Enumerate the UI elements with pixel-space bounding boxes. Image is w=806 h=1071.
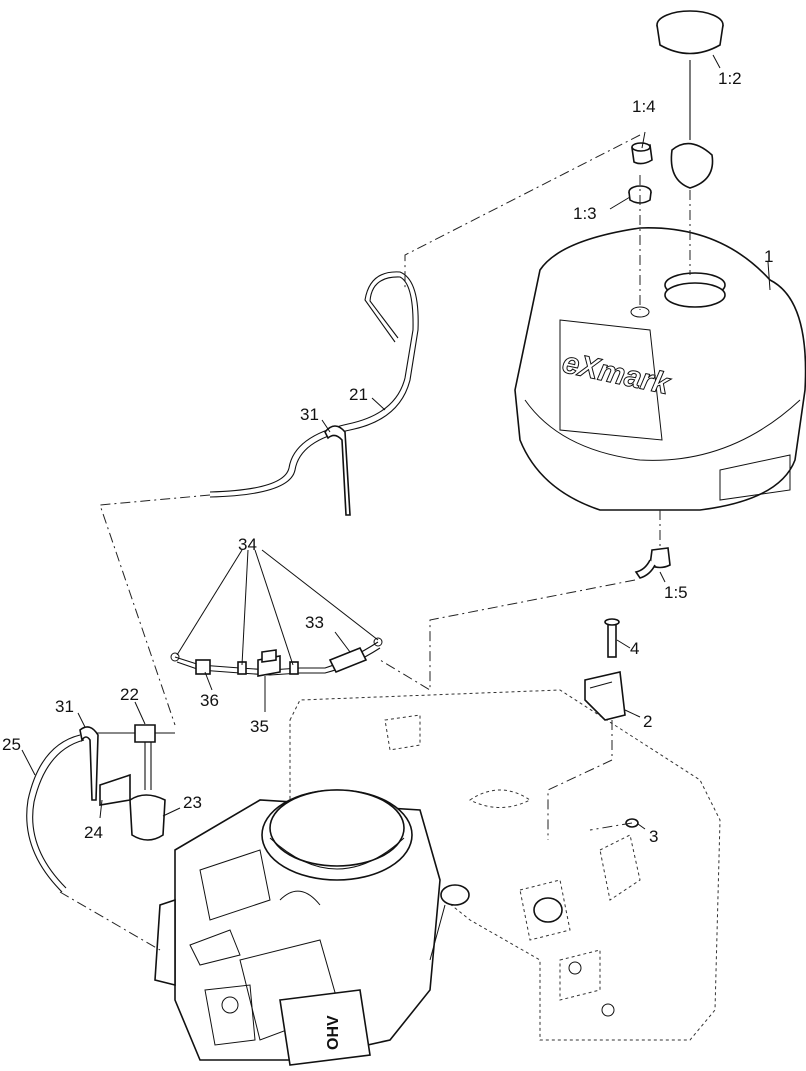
callout-22: 22 <box>120 685 139 704</box>
bolt <box>604 618 620 658</box>
callout-1-5: 1:5 <box>664 583 688 602</box>
callout-35: 35 <box>250 717 269 736</box>
callout-3: 3 <box>649 827 658 846</box>
callout-33: 33 <box>305 613 324 632</box>
tank-fitting <box>631 142 653 165</box>
callout-25: 25 <box>2 735 21 754</box>
assembly-lines <box>59 134 691 951</box>
fuel-hose-25 <box>26 734 85 893</box>
fuel-shutoff-fitting <box>634 547 671 579</box>
callout-36: 36 <box>200 691 219 710</box>
fuel-line-lower <box>170 637 383 677</box>
callout-23: 23 <box>183 793 202 812</box>
callout-31-upper: 31 <box>300 405 319 424</box>
mount-bracket <box>584 671 626 721</box>
fuel-filter-assembly <box>79 724 175 841</box>
engine: OHV <box>154 789 470 1066</box>
leader-lines <box>21 54 771 830</box>
callout-1-2: 1:2 <box>718 69 742 88</box>
callout-31-lower: 31 <box>55 697 74 716</box>
chassis-frame-phantom <box>289 689 721 1041</box>
callout-1-4: 1:4 <box>632 97 656 116</box>
callout-2: 2 <box>643 712 652 731</box>
fuel-tank: eXmark <box>514 227 806 511</box>
callout-34: 34 <box>238 535 257 554</box>
callout-labels: 1:2 1:4 1:3 1 1:5 4 2 3 21 31 34 33 36 3… <box>2 69 773 846</box>
callout-1: 1 <box>764 247 773 266</box>
engine-stamp: OHV <box>325 1015 342 1050</box>
callout-21: 21 <box>349 385 368 404</box>
fuel-line-upper <box>209 271 419 516</box>
fuel-cap <box>656 10 724 189</box>
callout-24: 24 <box>84 823 103 842</box>
callout-4: 4 <box>630 639 639 658</box>
callout-1-3: 1:3 <box>573 204 597 223</box>
